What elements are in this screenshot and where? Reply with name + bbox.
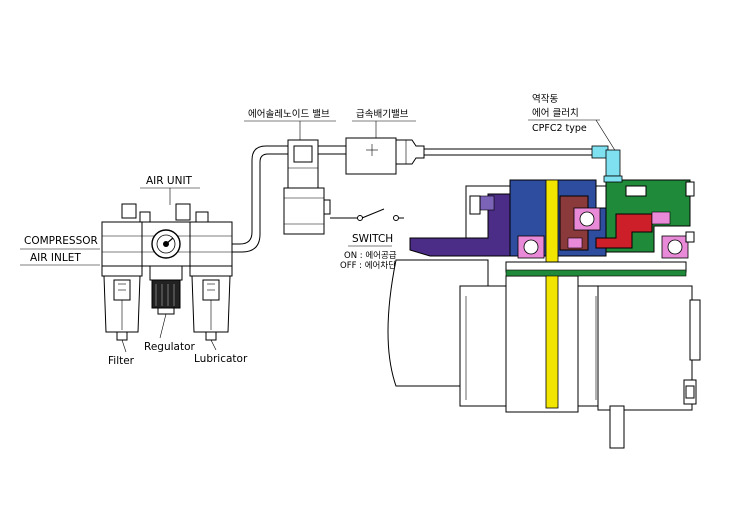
filter-top-knob <box>121 203 137 219</box>
switch-icon <box>330 208 404 221</box>
solenoid-valve <box>283 139 331 235</box>
air-fitting-icon <box>591 145 623 183</box>
clutch-yellow-band <box>545 179 559 409</box>
lubricator-label: Lubricator <box>194 353 248 365</box>
lubricator-top-knob <box>175 203 191 221</box>
air-inlet-label: AIR INLET <box>30 252 81 264</box>
clutch-label-line2: 에어 클러치 <box>532 107 579 119</box>
bearing-icons <box>517 207 689 259</box>
solenoid-coil <box>283 187 325 235</box>
air-unit <box>101 203 233 353</box>
clutch-purple-housing <box>409 193 511 257</box>
clutch-label-line3: CPFC2 type <box>532 123 587 134</box>
filter-bowl <box>101 265 143 341</box>
solenoid-valve-label: 에어솔레노이드 밸브 <box>248 109 330 120</box>
lubricator-bowl <box>189 265 233 351</box>
air-unit-label: AIR UNIT <box>146 175 193 187</box>
quick-exhaust-valve <box>345 137 425 175</box>
air-clutch-cutaway <box>387 145 701 449</box>
regulator-label: Regulator <box>144 341 195 353</box>
switch-label: SWITCH <box>352 233 393 245</box>
clutch-label-line1: 역작동 <box>532 94 558 105</box>
switch-on-label: ON : 에어공급 <box>344 250 397 261</box>
compressor-label: COMPRESSOR <box>24 235 98 247</box>
pressure-gauge-icon <box>151 229 181 259</box>
quick-exhaust-valve-label: 급속배기밸브 <box>356 109 409 120</box>
regulator-body <box>149 265 183 339</box>
output-housing <box>597 285 693 411</box>
output-shaft <box>609 405 625 449</box>
air-pipe <box>232 145 592 253</box>
labels: 에어솔레노이드 밸브 급속배기밸브 역작동 에어 클러치 CPFC2 type … <box>20 94 617 367</box>
switch-off-label: OFF : 에어차단 <box>340 260 396 271</box>
filter-label: Filter <box>108 355 135 367</box>
